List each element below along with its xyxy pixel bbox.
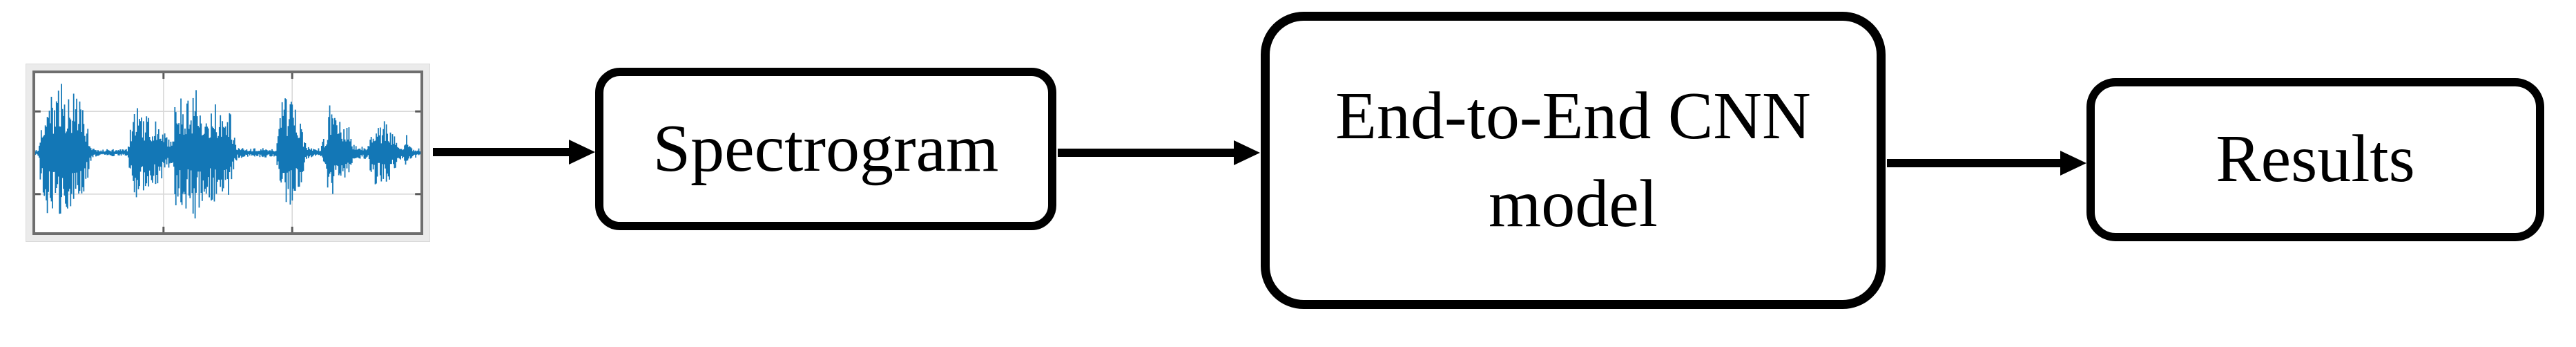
flow-arrow-3: [1887, 151, 2086, 176]
audio-waveform-plot: [26, 64, 430, 242]
flow-arrow-1: [433, 140, 595, 165]
node-spectrogram: Spectrogram: [595, 68, 1056, 230]
node-results-label: Results: [2216, 122, 2415, 197]
node-cnn-model: End-to-End CNN model: [1261, 12, 1886, 309]
node-spectrogram-label: Spectrogram: [652, 111, 999, 186]
waveform-svg: [35, 73, 420, 232]
flow-arrow-2: [1058, 140, 1260, 165]
node-cnn-model-label: End-to-End CNN model: [1335, 78, 1811, 241]
node-results: Results: [2086, 78, 2544, 241]
waveform-plot-frame: [32, 71, 423, 235]
